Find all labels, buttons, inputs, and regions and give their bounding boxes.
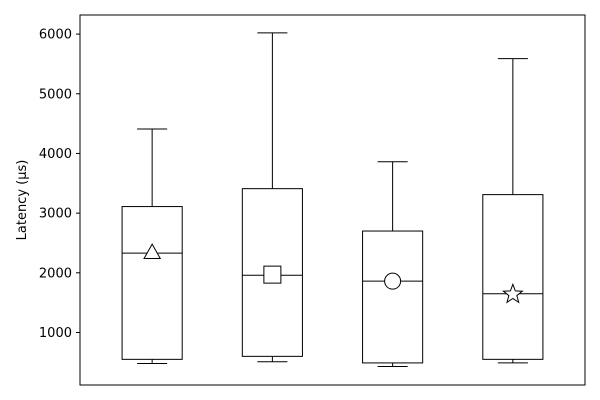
y-tick-label: 4000 — [39, 147, 72, 162]
y-axis-label: Latency (µs) — [15, 160, 30, 241]
plot-frame — [79, 14, 586, 386]
iqr-box — [482, 194, 544, 360]
iqr-box — [362, 230, 424, 364]
iqr-box — [121, 206, 183, 360]
plot-area: 1000 2000 3000 4000 5000 6000 — [39, 14, 586, 386]
mean-marker-square — [263, 265, 282, 284]
y-tick-label: 2000 — [39, 266, 72, 281]
mean-marker-circle — [384, 272, 402, 290]
y-tick-label: 5000 — [39, 87, 72, 102]
mean-marker-triangle — [143, 243, 162, 260]
mean-marker-star — [501, 282, 524, 304]
y-tick-label: 3000 — [39, 207, 72, 222]
y-tick-label: 1000 — [39, 326, 72, 341]
y-tick-label: 6000 — [39, 28, 72, 43]
